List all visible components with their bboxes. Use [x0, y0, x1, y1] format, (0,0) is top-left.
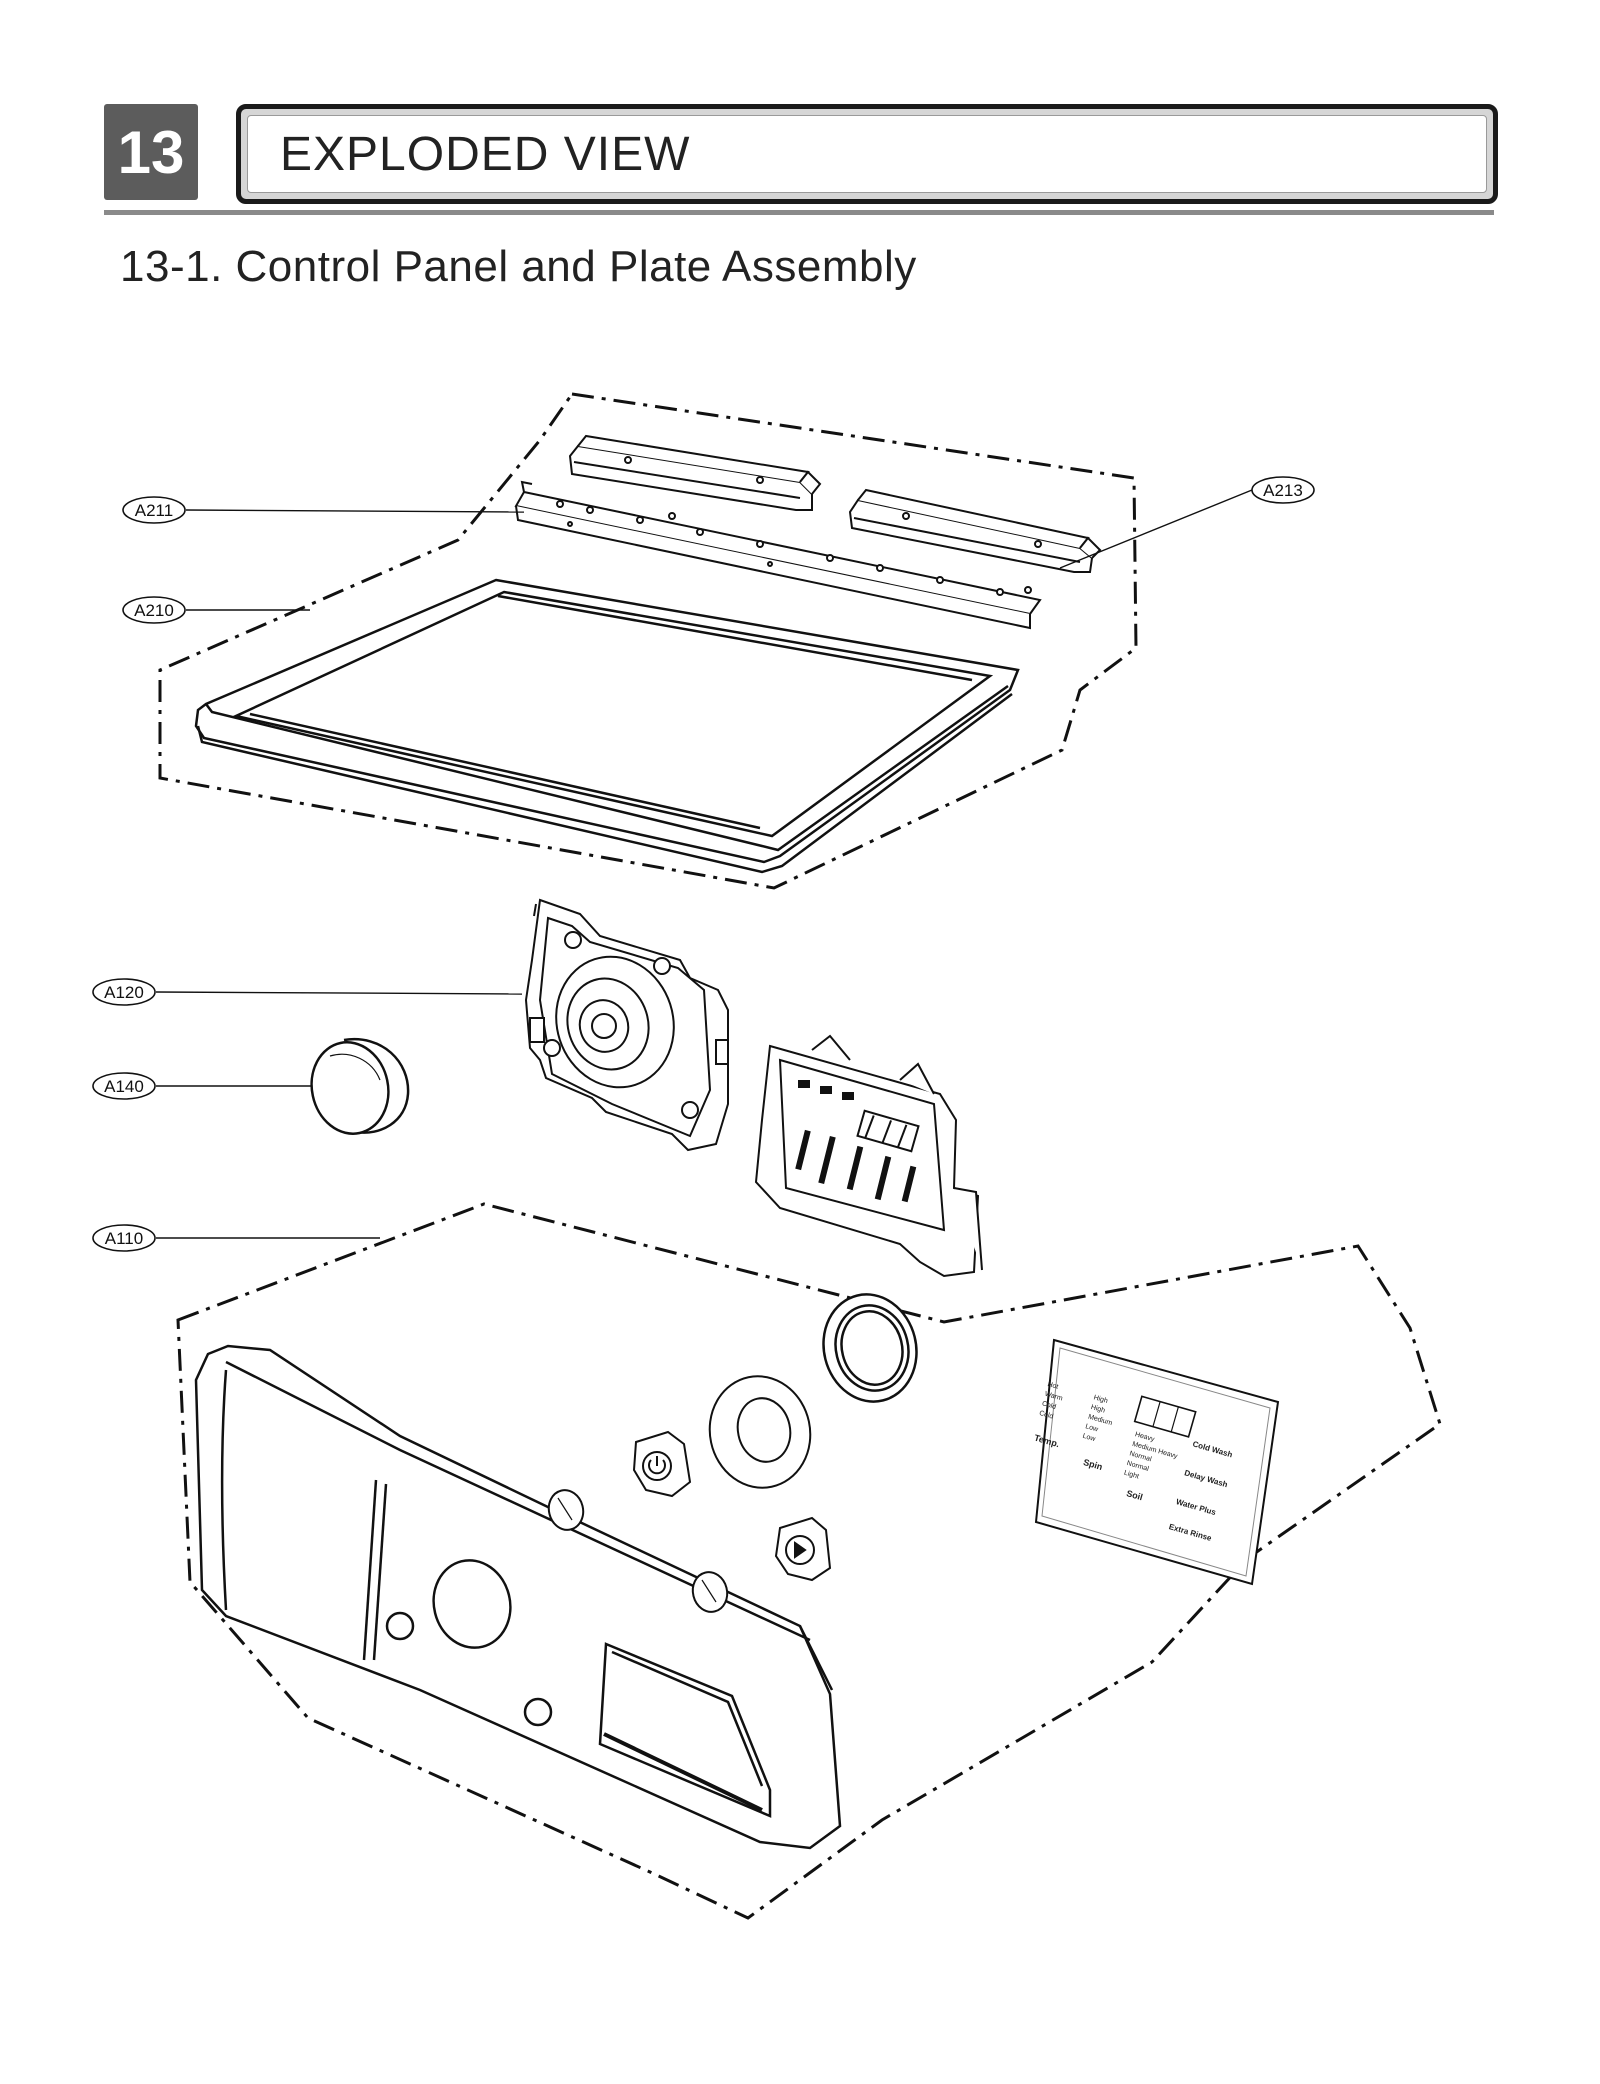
svg-text:A211: A211 [135, 501, 173, 520]
section-title-box: EXPLODED VIEW [236, 104, 1498, 204]
section-title: EXPLODED VIEW [280, 127, 691, 181]
lower-assembly-boundary [176, 1202, 1442, 1920]
callout-a213: A213 [1251, 476, 1315, 504]
control-frame [524, 898, 729, 1152]
display-decal: Hot Warm Cold Cold High High Medium Low … [1033, 1338, 1280, 1586]
knob-ring [708, 1375, 812, 1489]
button-cap-right [691, 1571, 729, 1613]
decal-temp-cold-2: Cold [1038, 1410, 1054, 1421]
pcb-assembly [754, 1034, 983, 1278]
decal-soil-light: Light [1123, 1470, 1140, 1481]
svg-text:A140: A140 [104, 1077, 144, 1096]
header-rule [104, 210, 1494, 215]
hinge-bracket [514, 480, 1042, 630]
decal-soil-label: Soil [1125, 1488, 1144, 1502]
callout-a110: A110 [92, 1224, 156, 1252]
control-panel-face [194, 1344, 842, 1850]
top-plate-frame [194, 578, 1020, 874]
control-knob [310, 1037, 410, 1135]
callout-a210: A210 [122, 596, 186, 624]
hinge-cover-left [568, 434, 822, 511]
power-button [632, 1430, 692, 1498]
decal-temp-cold: Cold [1041, 1400, 1057, 1411]
decal-spin-low: Low [1084, 1423, 1099, 1434]
start-pause-button [774, 1516, 832, 1582]
upper-assembly-boundary [158, 392, 1138, 890]
decal-spin-high-2: High [1090, 1404, 1106, 1415]
svg-text:A110: A110 [105, 1229, 143, 1248]
knob-bezel [822, 1293, 918, 1403]
callout-a140: A140 [92, 1072, 156, 1100]
section-title-inner: EXPLODED VIEW [247, 115, 1487, 193]
svg-text:A120: A120 [104, 983, 144, 1002]
callout-a120: A120 [92, 978, 156, 1006]
svg-text:A210: A210 [134, 601, 174, 620]
callout-a211: A211 [122, 496, 186, 524]
decal-temp-warm: Warm [1044, 1391, 1064, 1403]
decal-spin-high: High [1093, 1394, 1109, 1405]
section-number-badge: 13 [104, 104, 198, 200]
pcb-led-columns [795, 1080, 917, 1203]
decal-spin-low-2: Low [1082, 1433, 1097, 1444]
page-subtitle: 13-1. Control Panel and Plate Assembly [120, 242, 917, 291]
callout-leaders [155, 489, 1253, 1239]
decal-temp-hot: Hot [1047, 1381, 1059, 1391]
button-cap-left [547, 1489, 585, 1531]
svg-text:A213: A213 [1263, 481, 1303, 500]
hinge-cover-right [848, 488, 1102, 573]
